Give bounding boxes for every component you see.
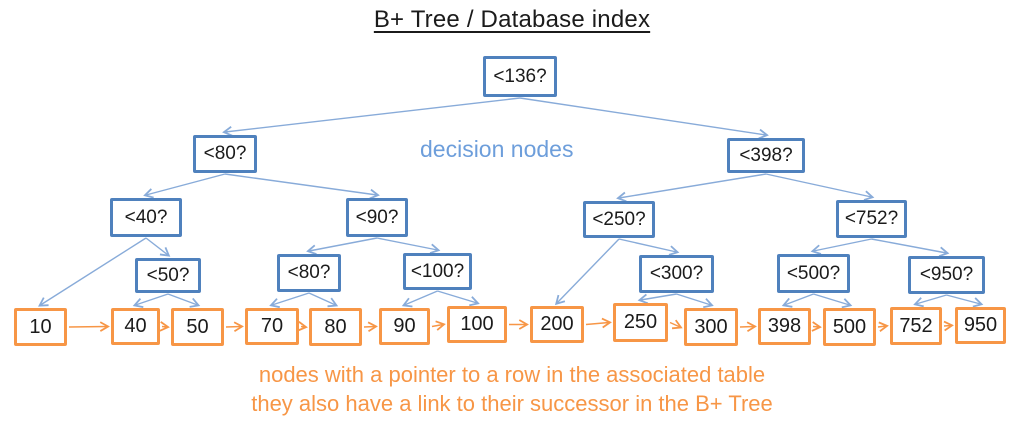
tree-edge <box>781 293 814 308</box>
tree-edge <box>143 173 226 199</box>
successor-edge <box>68 321 110 332</box>
leaf-node-l100: 100 <box>447 306 507 343</box>
tree-edge <box>132 293 169 308</box>
leaf-node-l300: 300 <box>684 308 738 346</box>
tree-edge <box>224 173 380 200</box>
successor-edge <box>943 320 954 332</box>
decision-node-n250: <250? <box>583 201 655 238</box>
tree-edge <box>618 238 680 256</box>
decision-node-n300: <300? <box>639 255 714 293</box>
leaf-node-l80: 80 <box>309 308 362 346</box>
leaf-nodes-caption: nodes with a pointer to a row in the ass… <box>0 360 1024 418</box>
tree-edge <box>676 293 714 309</box>
leaf-node-l200: 200 <box>530 306 584 343</box>
tree-edge <box>308 292 339 308</box>
successor-edge <box>431 320 446 331</box>
page-title: B+ Tree / Database index <box>373 6 651 33</box>
tree-edge <box>637 293 677 305</box>
tree-edge <box>810 238 872 255</box>
tree-edge <box>145 237 171 257</box>
successor-edge <box>585 317 612 329</box>
leaf-node-l10: 10 <box>14 308 67 346</box>
successor-edge <box>669 319 683 330</box>
successor-edge <box>159 321 170 332</box>
decision-node-n90: <90? <box>346 198 408 237</box>
tree-edge <box>765 173 875 201</box>
tree-edge <box>222 97 521 137</box>
decision-node-n80b: <80? <box>277 254 341 292</box>
leaf-node-l250: 250 <box>613 303 668 342</box>
caption-line-2: they also have a link to their successor… <box>251 391 773 416</box>
decision-node-n80a: <80? <box>193 135 257 173</box>
decision-node-n752: <752? <box>836 200 907 238</box>
tree-edge <box>306 237 378 255</box>
tree-edge <box>554 238 620 306</box>
decision-node-n950: <950? <box>908 256 985 294</box>
tree-edge <box>913 294 947 308</box>
successor-edge <box>739 321 757 332</box>
successor-edge <box>811 321 822 332</box>
tree-edge <box>616 173 767 203</box>
leaf-node-l70: 70 <box>245 308 299 345</box>
leaf-node-l90: 90 <box>379 308 430 345</box>
tree-edge <box>401 290 438 308</box>
leaf-node-l500: 500 <box>823 308 876 346</box>
successor-edge <box>297 321 308 332</box>
decision-node-n100: <100? <box>403 253 472 290</box>
successor-edge <box>363 321 378 333</box>
leaf-node-l398: 398 <box>758 308 811 345</box>
leaf-node-l40: 40 <box>111 308 160 345</box>
successor-edge <box>877 321 889 332</box>
tree-edge <box>946 294 984 308</box>
leaf-node-l752: 752 <box>890 307 942 345</box>
leaf-node-l50: 50 <box>171 308 224 346</box>
decision-node-n398: <398? <box>727 138 805 173</box>
caption-line-1: nodes with a pointer to a row in the ass… <box>258 362 766 387</box>
successor-edge <box>225 321 244 332</box>
tree-edge <box>38 237 147 307</box>
tree-edge <box>813 293 853 309</box>
decision-nodes-annotation: decision nodes <box>420 136 574 162</box>
decision-node-n136: <136? <box>483 56 557 97</box>
tree-edge <box>376 237 441 254</box>
tree-edge <box>519 97 769 140</box>
tree-edge <box>871 238 950 258</box>
decision-node-n40: <40? <box>110 198 182 237</box>
decision-node-n50: <50? <box>135 258 201 293</box>
tree-edge <box>167 293 201 308</box>
leaf-node-l950: 950 <box>955 307 1006 344</box>
tree-edge <box>437 290 480 307</box>
decision-node-n500: <500? <box>777 254 850 293</box>
tree-edge <box>269 292 310 309</box>
